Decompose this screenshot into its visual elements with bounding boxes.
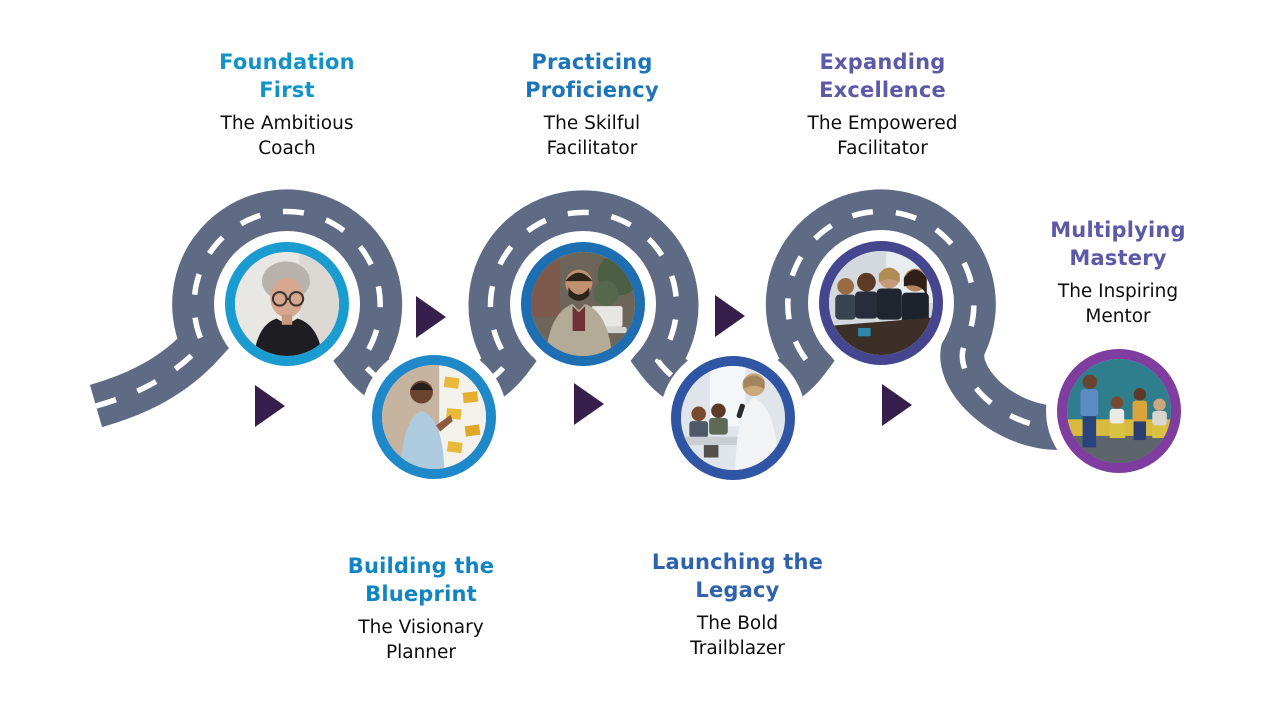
milestone-6-ring bbox=[1057, 349, 1181, 473]
milestone-2 bbox=[361, 344, 507, 490]
milestone-6 bbox=[1046, 338, 1192, 484]
milestone-4-ring bbox=[671, 356, 795, 480]
arrow-icon bbox=[416, 296, 446, 338]
milestone-5-label: Expanding Excellence The Empowered Facil… bbox=[785, 48, 980, 161]
milestone-3-photo bbox=[531, 252, 635, 356]
milestone-1-ring bbox=[225, 242, 349, 366]
arrow-icon bbox=[574, 383, 604, 425]
milestone-1-title: Foundation First bbox=[219, 50, 355, 102]
milestone-2-ring bbox=[372, 355, 496, 479]
milestone-6-subtitle: The Inspiring Mentor bbox=[1057, 281, 1179, 327]
milestone-1-photo bbox=[235, 252, 339, 356]
milestone-1-label: Foundation First The Ambitious Coach bbox=[202, 48, 372, 161]
milestone-5 bbox=[808, 230, 954, 376]
milestone-3-subtitle: The Skilful Facilitator bbox=[543, 113, 641, 159]
milestone-4-subtitle: The Bold Trailblazer bbox=[690, 613, 785, 659]
milestone-5-photo bbox=[829, 251, 933, 355]
milestone-4-label: Launching the Legacy The Bold Trailblaze… bbox=[650, 548, 825, 661]
milestone-3 bbox=[510, 231, 656, 377]
milestone-2-subtitle: The Visionary Planner bbox=[358, 617, 484, 663]
arrow-icon bbox=[715, 295, 745, 337]
milestone-2-label: Building the Blueprint The Visionary Pla… bbox=[326, 552, 516, 665]
milestone-3-title: Practicing Proficiency bbox=[525, 50, 659, 102]
milestone-4-photo bbox=[681, 366, 785, 470]
milestone-6-label: Multiplying Mastery The Inspiring Mentor bbox=[1028, 216, 1208, 329]
milestone-3-ring bbox=[521, 242, 645, 366]
milestone-5-ring bbox=[819, 241, 943, 365]
milestone-4 bbox=[660, 345, 806, 491]
arrow-icon bbox=[255, 385, 285, 427]
milestone-6-title: Multiplying Mastery bbox=[1050, 218, 1186, 270]
milestone-3-label: Practicing Proficiency The Skilful Facil… bbox=[502, 48, 682, 161]
milestone-6-photo bbox=[1067, 359, 1171, 463]
milestone-2-title: Building the Blueprint bbox=[347, 554, 495, 606]
milestone-5-title: Expanding Excellence bbox=[819, 50, 946, 102]
milestone-1 bbox=[214, 231, 360, 377]
arrow-icon bbox=[882, 384, 912, 426]
milestone-4-title: Launching the Legacy bbox=[651, 550, 824, 602]
road-center-line bbox=[95, 208, 1061, 431]
milestone-2-photo bbox=[382, 365, 486, 469]
milestone-1-subtitle: The Ambitious Coach bbox=[220, 113, 354, 159]
milestone-5-subtitle: The Empowered Facilitator bbox=[807, 113, 958, 159]
